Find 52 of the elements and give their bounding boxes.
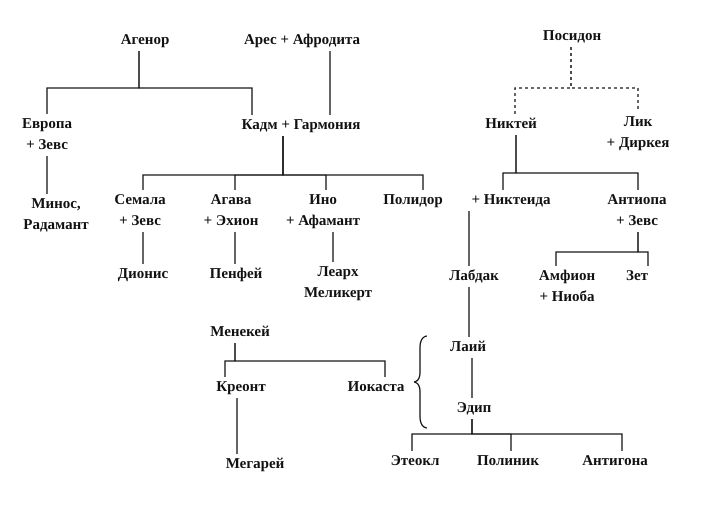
name-label: Мегарей bbox=[226, 455, 284, 474]
connector-line bbox=[142, 232, 144, 264]
connector-line bbox=[46, 156, 48, 194]
name-label: Лабдак bbox=[449, 267, 499, 286]
name-label: + Эхион bbox=[204, 212, 258, 231]
connector-line bbox=[468, 287, 470, 337]
name-label: Дионис bbox=[118, 265, 168, 284]
name-label: Леарх Меликерт bbox=[303, 263, 373, 303]
name-label: + Афамант bbox=[286, 212, 360, 231]
connector-line bbox=[637, 232, 649, 266]
connector-line bbox=[282, 136, 424, 190]
name-label: + Никтеида bbox=[472, 191, 550, 210]
connector-line bbox=[471, 419, 623, 451]
name-label: Лик bbox=[622, 113, 654, 132]
name-label: Пенфей bbox=[210, 265, 262, 284]
name-label: Европа bbox=[22, 115, 72, 134]
name-label: Посидон bbox=[542, 27, 602, 46]
connector-line bbox=[234, 343, 386, 377]
name-label: Агава bbox=[210, 191, 252, 210]
name-label: Креонт bbox=[216, 378, 266, 397]
name-label: + Зевс bbox=[118, 212, 162, 231]
name-label: Семала bbox=[114, 191, 166, 210]
connector-line bbox=[570, 47, 639, 112]
name-label: + Ниоба bbox=[538, 288, 596, 307]
name-label: Кадм + Гармония bbox=[242, 116, 360, 135]
name-label: + Зевс bbox=[25, 136, 69, 155]
name-label: Лаий bbox=[450, 338, 486, 357]
name-label: Антигона bbox=[582, 452, 648, 471]
name-label: Менекей bbox=[210, 323, 270, 342]
name-label: Полиник bbox=[477, 452, 539, 471]
connector-line bbox=[332, 232, 334, 262]
connector-line bbox=[471, 358, 473, 398]
name-label: Никтей bbox=[485, 115, 537, 134]
name-label: Этеокл bbox=[390, 452, 440, 471]
connector-line bbox=[468, 211, 470, 266]
name-label: Антиопа bbox=[607, 191, 667, 210]
name-label: Арес + Афродита bbox=[244, 31, 360, 50]
connector-line bbox=[236, 398, 238, 454]
name-label: Агенор bbox=[120, 31, 170, 50]
name-label: Амфион bbox=[538, 267, 596, 286]
name-label: Зет bbox=[626, 267, 648, 286]
connector-line bbox=[515, 135, 639, 190]
connector-line bbox=[138, 51, 253, 115]
name-label: Полидор bbox=[383, 191, 443, 210]
name-label: + Диркея bbox=[606, 134, 670, 153]
name-label: + Зевс bbox=[615, 212, 659, 231]
name-label: Минос, Радамант bbox=[22, 195, 90, 235]
name-label: Ино bbox=[308, 191, 338, 210]
name-label: Эдип bbox=[456, 399, 492, 418]
connector-line bbox=[234, 232, 236, 264]
name-label: Иокаста bbox=[348, 378, 404, 397]
connector-line bbox=[329, 51, 331, 115]
